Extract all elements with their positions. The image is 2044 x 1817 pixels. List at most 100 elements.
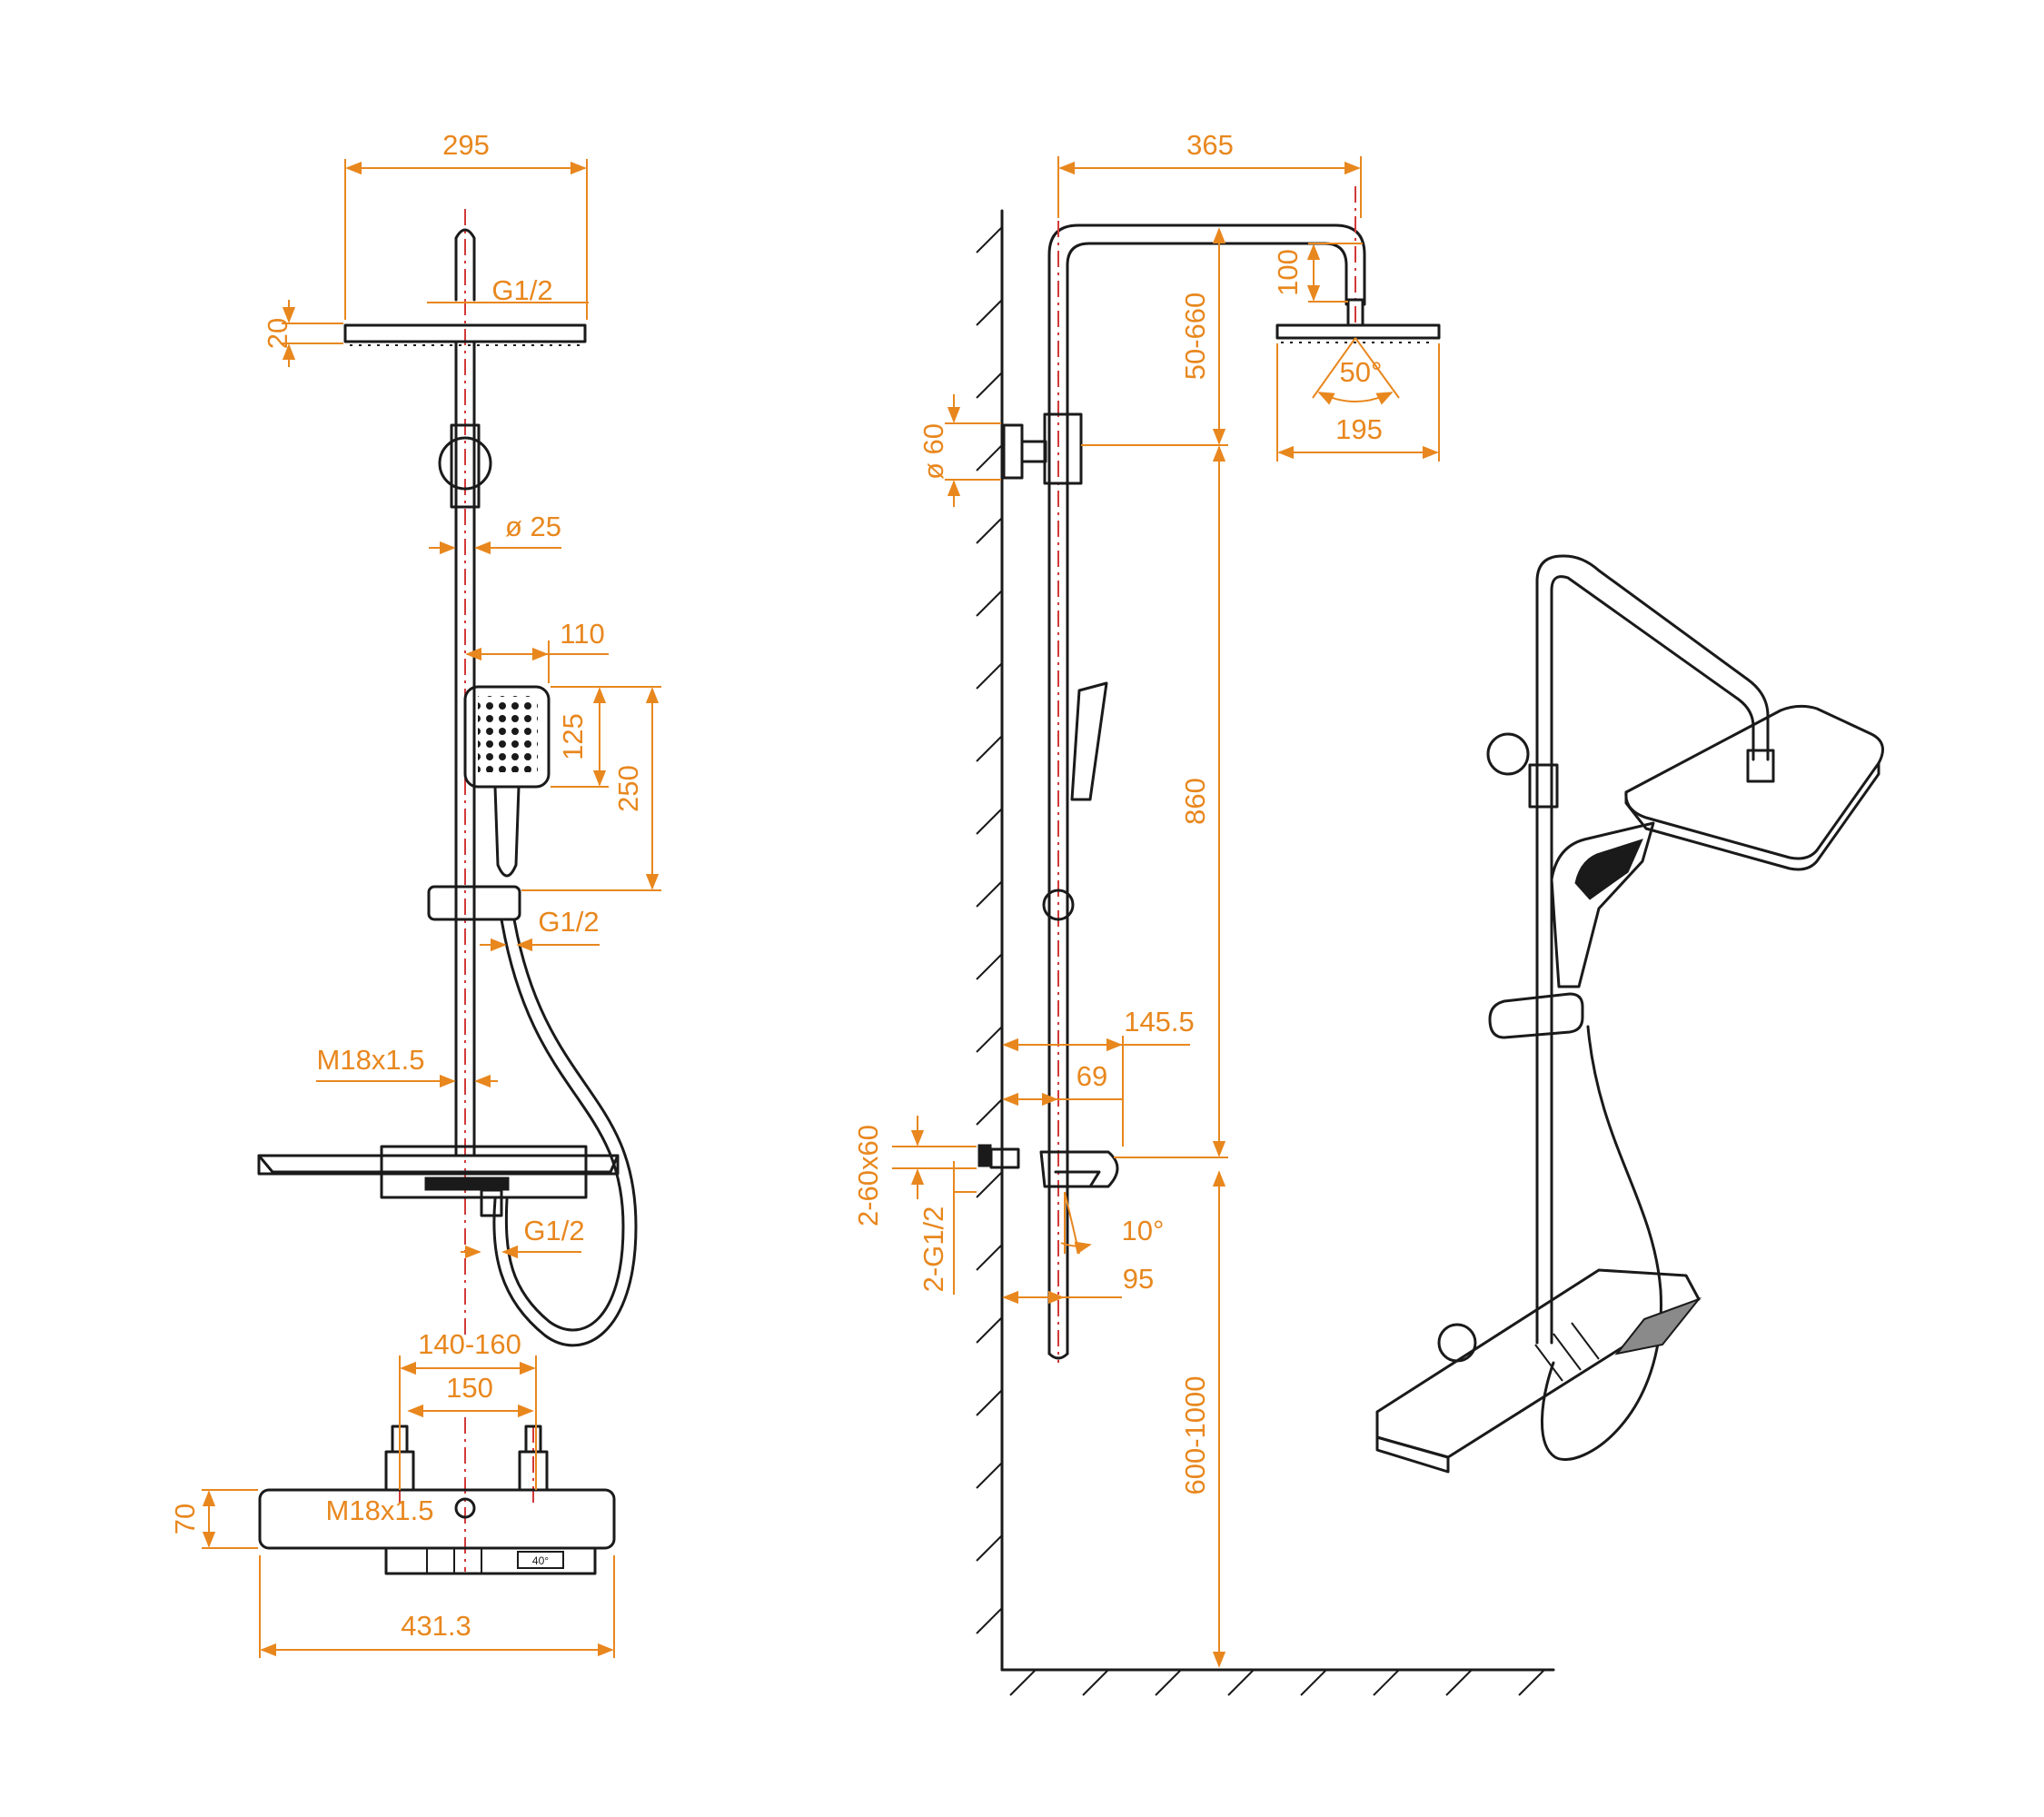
dim-flange-diameter: ø 60 [918,423,949,480]
riser-and-arm-inner [1066,242,1348,1355]
inlet-right-nut [524,1425,542,1454]
hatch [976,372,1003,399]
mixer-top-view: 40° [258,1417,616,1575]
spray-arc [1317,392,1394,405]
hatch [1300,1669,1327,1696]
mixer-shelf [257,1154,620,1176]
hand-shower-head [463,685,551,789]
dim-inlet-size: 2-60x60 [852,1125,884,1226]
iso-head-connector [1746,749,1775,783]
dim-centers: 150 [446,1372,493,1404]
dim-head-drop: 100 [1272,249,1304,296]
dim-mount-height: 600-1000 [1179,1375,1211,1494]
hatch [976,1244,1003,1271]
dim-arm-reach: 365 [1186,129,1234,161]
hatch [976,1534,1003,1562]
button-divider [1534,1344,1563,1382]
dim-head-width: 295 [442,129,490,161]
dim-inlet-offset: 69 [1077,1060,1107,1092]
wall-hatching [976,226,1003,1634]
hatch [976,590,1003,617]
dim-pipe-thread: M18x1.5 [317,1044,425,1076]
hatch [976,1098,1003,1126]
dim-centers-range: 140-160 [418,1328,521,1360]
iso-hand-shower-face [1574,839,1643,900]
mixer-top-front [384,1546,597,1575]
side-mixer-body [1039,1150,1119,1188]
hatch [976,953,1003,980]
dim-mixer-depth: 70 [169,1504,201,1534]
side-hand-shower [1070,681,1108,801]
riser-bottom-cap [1047,1352,1069,1360]
iso-bracket-flange [1486,732,1530,776]
hatch [1518,1669,1545,1696]
hatch [976,1462,1003,1489]
top-outlet-port [454,1497,476,1519]
side-dimensions: 365 100 50-660 ø 60 50° 195 860 145.5 69 [852,129,1440,1668]
spray-line [1354,337,1400,399]
dim-hand-total-height: 250 [612,765,644,812]
iso-hand-shower [1550,821,1655,988]
hand-shower-nozzles [478,696,538,772]
dim-mixer-projection: 145.5 [1124,1006,1195,1038]
temp-display [517,1551,564,1569]
head-connector [1346,298,1364,327]
shower-hose [492,918,638,1347]
mixer-band [424,1177,510,1191]
button-divider [1553,1333,1582,1371]
iso-inlet-fitting [1437,1323,1477,1363]
side-inlet [989,1147,1020,1169]
dim-hand-head-height: 125 [557,713,589,760]
mixer-outlet [480,1188,503,1217]
hatch [976,735,1003,762]
iso-riser-inner [1550,575,1755,1345]
dim-riser-adjust: 50-660 [1179,293,1211,381]
iso-riser-outer [1535,554,1770,1345]
wall-bracket-clamp [450,423,481,509]
dim-head-depth: 195 [1335,413,1383,445]
dim-head-thickness: 20 [262,318,293,349]
hatch [976,1607,1003,1634]
side-spout [1054,1170,1101,1188]
slider-holder [427,885,521,921]
side-view [976,186,1555,1696]
dim-spout-angle: 10° [1122,1215,1165,1246]
dim-mixer-width: 431.3 [401,1610,471,1642]
iso-mixer-handle [1614,1296,1702,1355]
mixer-body [380,1145,588,1199]
hatch [1373,1669,1400,1696]
hatch [976,880,1003,908]
dim-line [1060,1241,1092,1255]
hatch [976,1316,1003,1344]
dim-spout-reach: 95 [1123,1263,1154,1295]
hatch [976,226,1003,253]
side-slider [1042,889,1075,921]
side-wall-flange [1002,423,1024,480]
dim-pipe-diameter: ø 25 [505,511,561,542]
dim-hand-width: 110 [560,618,604,650]
side-inlet-nut [977,1144,992,1167]
mixer-top-body [258,1488,616,1550]
button-divider [1571,1322,1600,1360]
iso-hose [1540,1025,1662,1461]
hatch [1227,1669,1255,1696]
temp-display-value: 40° [532,1554,549,1567]
iso-head-edge [1624,761,1880,871]
front-view [257,209,638,1347]
hatch [976,662,1003,690]
isometric-view [1375,554,1884,1474]
hatch [1445,1669,1473,1696]
dim-hose-thread: G1/2 [538,906,599,938]
hand-shower-handle [493,785,521,878]
wall-bracket-flange [438,436,492,491]
arm-stub [454,228,476,302]
hatch [1009,1669,1037,1696]
riser-and-arm-outer [1047,223,1366,1355]
side-bracket-arm [1020,440,1047,463]
front-dimensions: 295 G1/2 20 ø 25 110 125 250 G1/2 M18x1.… [262,129,661,1259]
iso-mixer-front [1375,1435,1450,1474]
side-overhead-head [1275,323,1441,340]
iso-slider [1488,992,1584,1039]
iso-bracket-clamp [1528,763,1559,809]
